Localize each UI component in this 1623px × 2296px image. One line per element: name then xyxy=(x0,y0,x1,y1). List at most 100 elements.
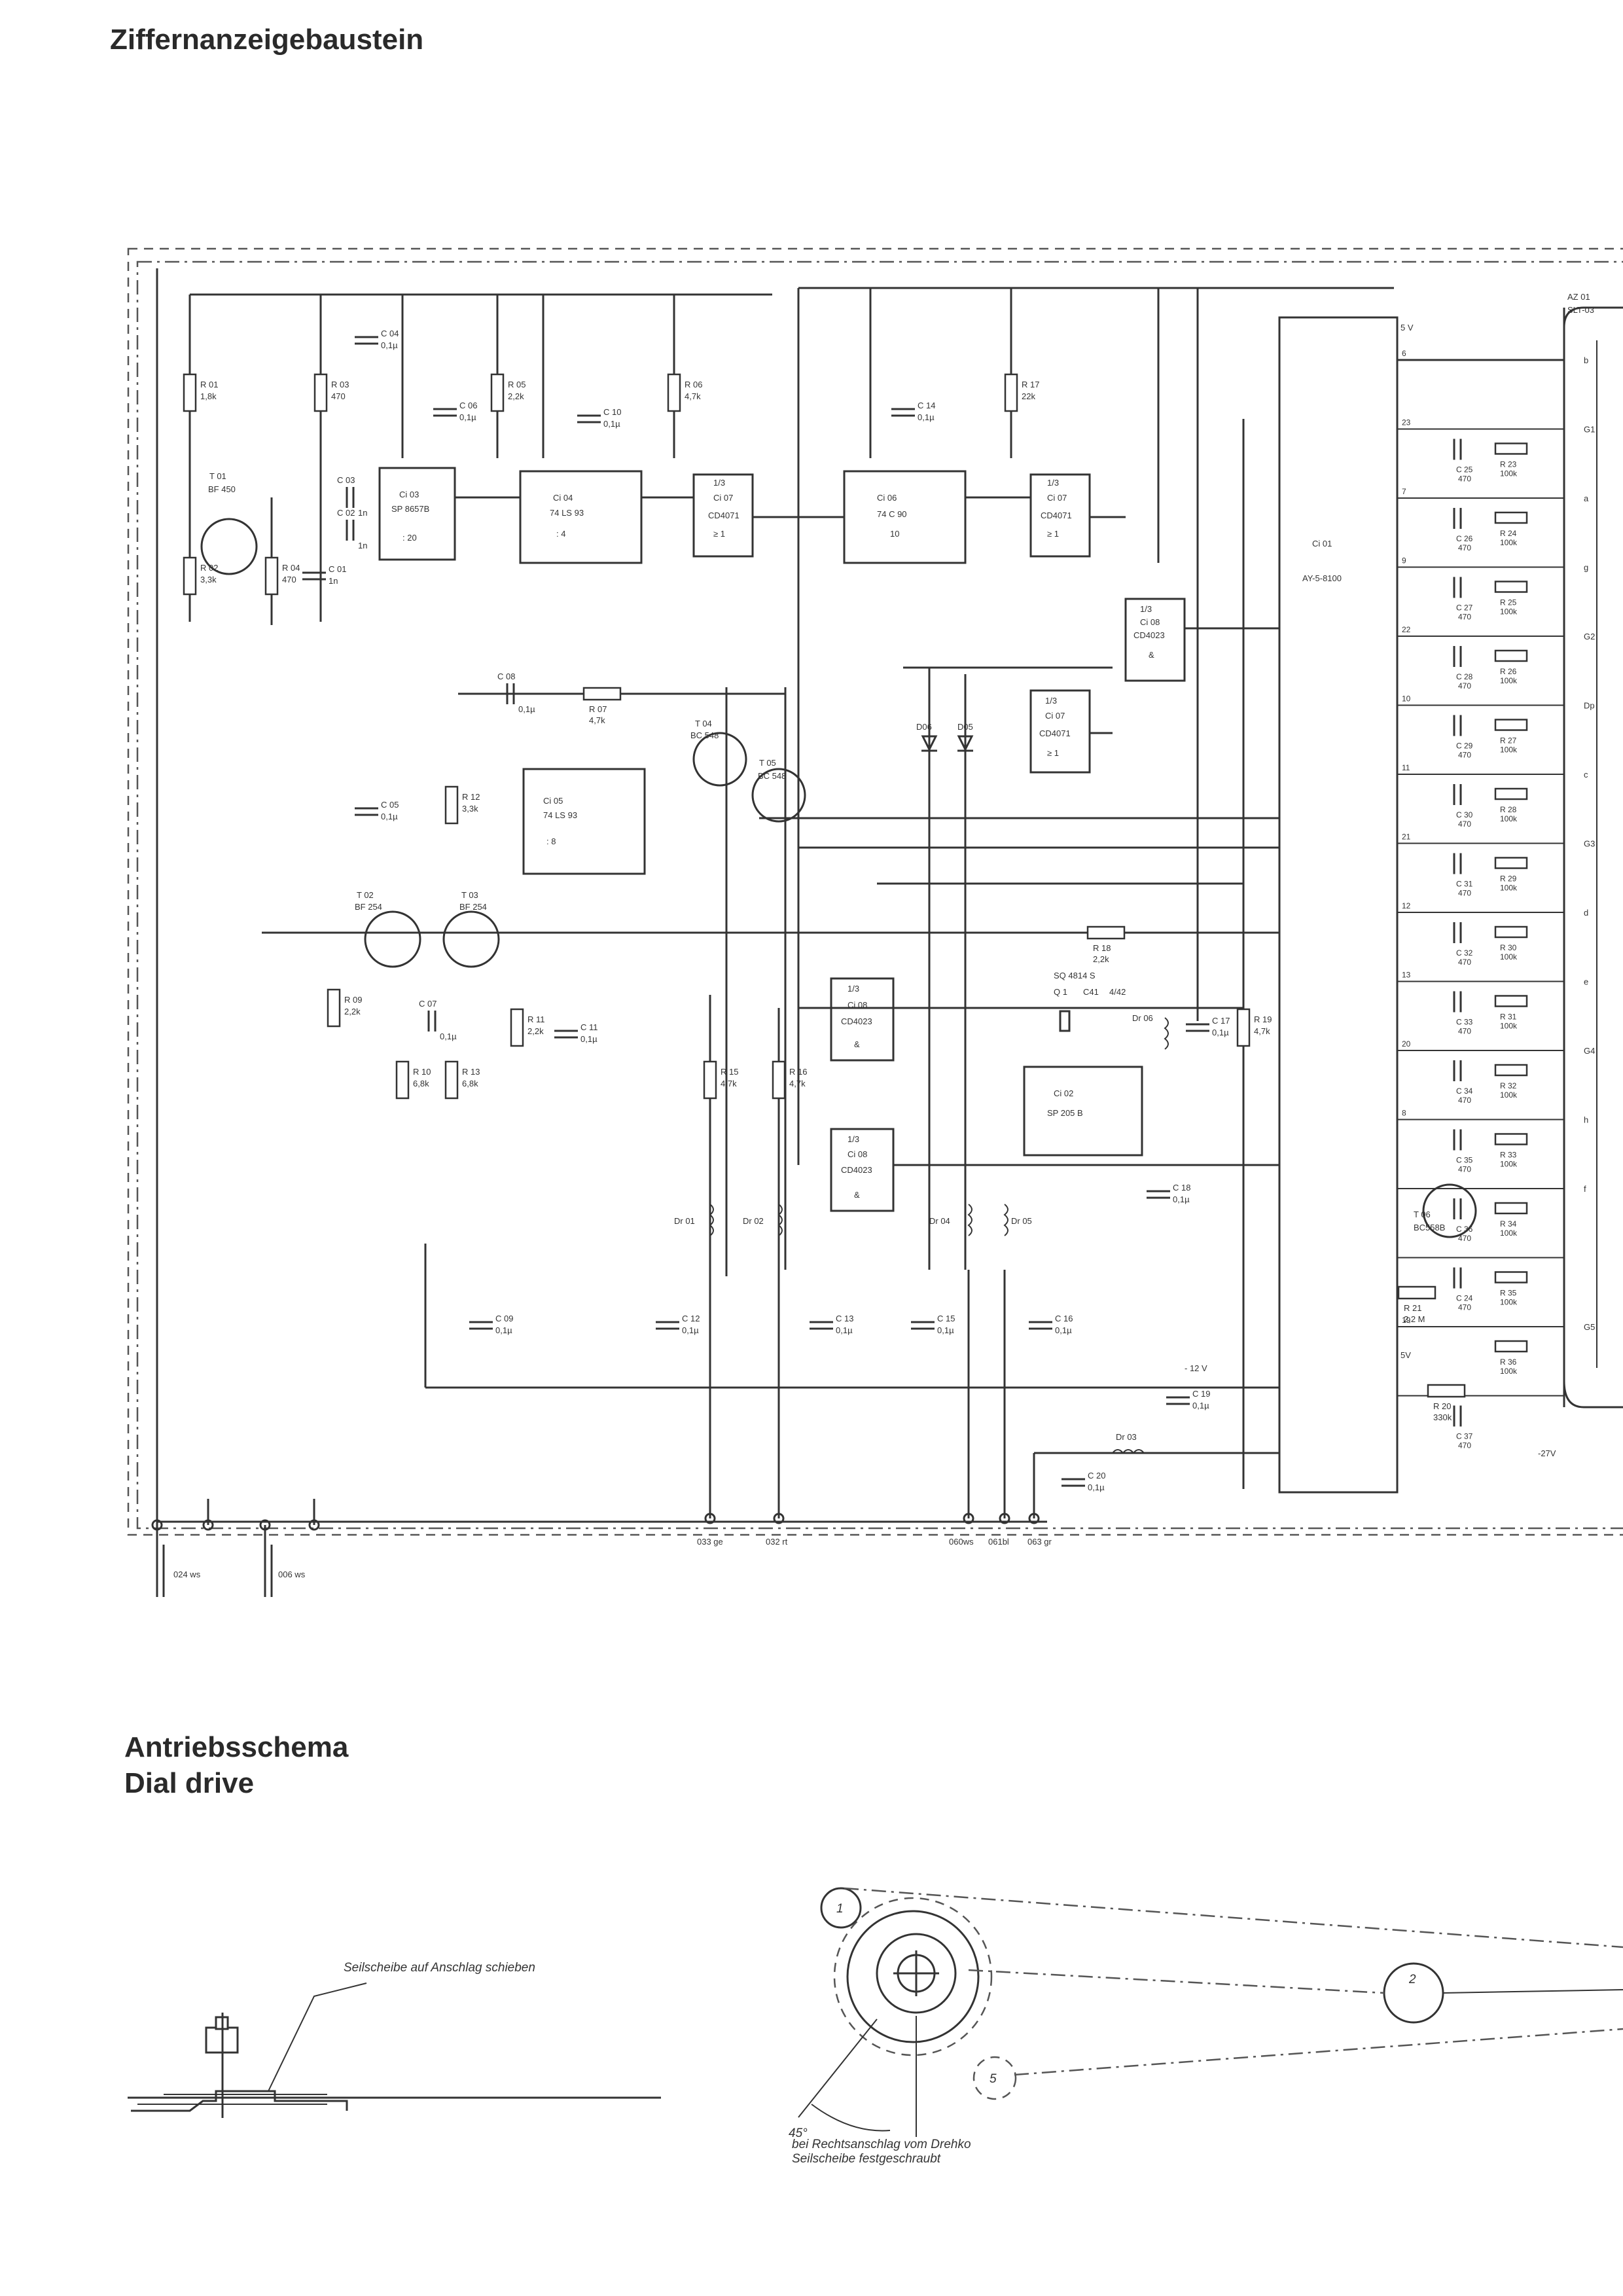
display-segment-label: G1 xyxy=(1584,425,1595,435)
choke-label: Dr 03 xyxy=(1116,1432,1137,1442)
display-segment-label: g xyxy=(1584,563,1588,573)
component-value: 100k xyxy=(1500,538,1518,547)
dial-drive-drawing xyxy=(128,1887,1623,2137)
resistor-symbol xyxy=(444,785,459,825)
component-ref: R 24 xyxy=(1500,529,1517,538)
component-ref: C 17 xyxy=(1212,1016,1230,1026)
transistor-ref: T 02 xyxy=(357,890,374,900)
component-value: 470 xyxy=(1458,819,1471,829)
choke-label: Dr 06 xyxy=(1132,1013,1153,1023)
component-ref: R 32 xyxy=(1500,1081,1517,1090)
component-r13: R 136,8k xyxy=(444,1060,480,1100)
transistor-ref: T 06 xyxy=(1414,1210,1431,1219)
component-value: 0,1µ xyxy=(381,812,398,821)
component-c10: C 100,1µ xyxy=(577,407,621,429)
component-ref: C 26 xyxy=(1456,534,1473,543)
ic-frac: 1/3 xyxy=(713,478,725,488)
board-outline-inner xyxy=(136,260,1623,1530)
component-r18: R 182,2k xyxy=(1086,925,1126,964)
ic-ci08-a xyxy=(1124,598,1186,682)
resistor-symbol xyxy=(1494,1271,1528,1283)
component-value: 100k xyxy=(1500,745,1518,755)
component-value: 3,3k xyxy=(462,804,478,814)
component-value: 0,1µ xyxy=(603,419,620,429)
component-ref: R 31 xyxy=(1500,1013,1517,1022)
transistor-t02 xyxy=(364,910,421,968)
component-value: 22k xyxy=(1022,391,1035,401)
component-value: 0,1µ xyxy=(937,1325,954,1335)
component-ref: C 19 xyxy=(1192,1389,1210,1399)
trimmer-value: 4/42 xyxy=(1109,987,1126,997)
ic-ci02 xyxy=(1023,1066,1143,1157)
ic-pin-number: 6 xyxy=(1402,349,1406,358)
component-ref: C 06 xyxy=(459,401,477,410)
component-value: 4,7k xyxy=(721,1079,737,1088)
transistor-t05 xyxy=(751,768,806,823)
component-value: 100k xyxy=(1500,1090,1518,1100)
ic-sub: 10 xyxy=(890,529,899,539)
board-outline xyxy=(127,247,1623,1536)
ic-ref: Ci 05 xyxy=(543,796,563,806)
component-value: 0,1µ xyxy=(381,340,398,350)
component-ref: C 32 xyxy=(1456,948,1473,958)
resistor-symbol xyxy=(772,1060,786,1100)
component-r11: R 112,2k xyxy=(510,1008,545,1047)
segment-row: 6b xyxy=(1397,349,1588,365)
ic-type: 74 LS 93 xyxy=(543,810,577,820)
ic-type: CD4071 xyxy=(1041,511,1072,520)
component-ref: R 12 xyxy=(462,792,480,802)
component-c04: C 040,1µ xyxy=(355,329,399,350)
supply-label: 5 V xyxy=(1400,323,1414,332)
component-ref: R 17 xyxy=(1022,380,1039,389)
angle-arc xyxy=(811,2104,891,2132)
component-ref: R 16 xyxy=(789,1067,807,1077)
ic-ci08-c xyxy=(830,1128,895,1212)
ic-pin-number: 22 xyxy=(1402,625,1411,634)
component-c13: C 130,1µ xyxy=(810,1314,853,1335)
display-segment-label: e xyxy=(1584,977,1588,987)
component-value: 2,2k xyxy=(527,1026,544,1036)
component-r01: R 011,8k xyxy=(183,373,218,412)
component-value: 0,1µ xyxy=(1088,1482,1105,1492)
transistor-type: BF 450 xyxy=(208,484,236,494)
component-value: 470 xyxy=(1458,889,1471,898)
resistor-symbol xyxy=(1004,373,1018,412)
transistor-t03 xyxy=(442,910,500,968)
drive-hatching xyxy=(137,2094,327,2105)
component-ref: C 12 xyxy=(682,1314,700,1323)
display-segment-label: a xyxy=(1584,493,1589,503)
choke-dr05 xyxy=(1003,1204,1008,1236)
component-value: 6,8k xyxy=(462,1079,478,1088)
component-c08: C 080,1µ xyxy=(497,672,535,714)
ic-ref: Ci 07 xyxy=(1047,493,1067,503)
component-ref: R 19 xyxy=(1254,1014,1272,1024)
component-ref: C 24 xyxy=(1456,1294,1473,1303)
diode-d06 xyxy=(921,735,938,752)
resistor-symbol xyxy=(395,1060,410,1100)
ic-frac: 1/3 xyxy=(1047,478,1059,488)
drive-note-leader xyxy=(268,1982,367,2092)
component-value: 0,1µ xyxy=(495,1325,512,1335)
component-ref: R 03 xyxy=(331,380,349,389)
connector-label: 060ws xyxy=(949,1537,974,1547)
ic-sub: : 8 xyxy=(546,836,556,846)
ic-sub: & xyxy=(854,1039,860,1049)
component-r15: R 154,7k xyxy=(703,1060,738,1100)
pulley-label-2: 2 xyxy=(1408,1973,1416,1986)
component-value: 2,2k xyxy=(344,1007,361,1016)
ic-type: CD4071 xyxy=(1039,728,1071,738)
resistor-symbol xyxy=(1494,649,1528,662)
ic-ref: Ci 08 xyxy=(1140,617,1160,627)
component-value: 470 xyxy=(1458,1303,1471,1312)
resistor-symbol xyxy=(1494,787,1528,800)
choke-dr06 xyxy=(1164,1017,1169,1050)
ic-ref: Ci 02 xyxy=(1054,1088,1073,1098)
ic-type: CD4023 xyxy=(841,1016,872,1026)
component-value: 470 xyxy=(331,391,346,401)
ic-type: CD4071 xyxy=(708,511,740,520)
